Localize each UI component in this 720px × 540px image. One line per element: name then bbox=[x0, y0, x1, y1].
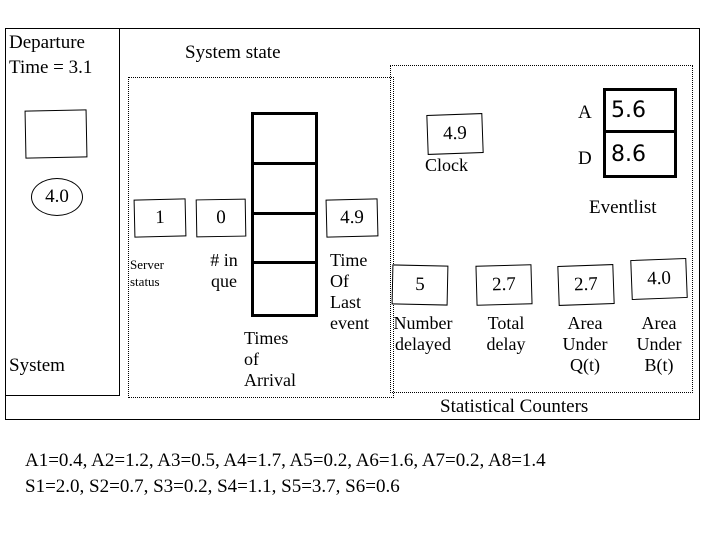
system-state-title: System state bbox=[185, 42, 281, 63]
footer-line-services: S1=2.0, S2=0.7, S3=0.2, S4=1.1, S5=3.7, … bbox=[25, 476, 400, 497]
system-label: System bbox=[9, 355, 65, 376]
eventlist-box: 5.6 8.6 bbox=[603, 88, 677, 178]
eventlist-row: 8.6 bbox=[611, 141, 646, 167]
area-under-qt-box: 2.7 bbox=[557, 264, 615, 306]
footer-text: A1=0.4, A2=1.2, A3=0.5, A4=1.7, A5=0.2, … bbox=[25, 448, 715, 500]
area-under-qt-caption: Area Under Q(t) bbox=[562, 313, 608, 375]
departure-box bbox=[24, 109, 88, 159]
eventlist-row: 5.6 bbox=[606, 91, 674, 133]
total-delay-box: 2.7 bbox=[475, 264, 533, 306]
statistical-counters-title: Statistical Counters bbox=[440, 396, 589, 417]
area-under-bt-caption: Area Under B(t) bbox=[636, 313, 682, 375]
eventlist-row-label-d: D bbox=[578, 148, 592, 169]
statistical-counters-region bbox=[390, 65, 693, 393]
eventlist-title: Eventlist bbox=[589, 197, 657, 218]
clock-caption: Clock bbox=[425, 155, 468, 175]
server-status-box: 1 bbox=[133, 198, 187, 238]
number-delayed-caption: Number delayed bbox=[393, 313, 453, 354]
eventlist-row-label-a: A bbox=[578, 102, 592, 123]
arrival-times-cell bbox=[254, 215, 315, 265]
system-panel bbox=[5, 28, 120, 396]
clock-box: 4.9 bbox=[426, 113, 484, 155]
arrival-times-stack bbox=[251, 112, 318, 317]
time-of-last-event-caption: Time Of Last event bbox=[330, 250, 369, 333]
queue-count-box: 0 bbox=[195, 198, 247, 238]
number-delayed-box: 5 bbox=[391, 264, 449, 306]
total-delay-caption: Total delay bbox=[486, 313, 526, 354]
time-of-last-event-box: 4.9 bbox=[325, 198, 379, 238]
next-value-circle: 4.0 bbox=[31, 178, 83, 216]
queue-count-caption: # in que bbox=[210, 250, 238, 291]
system-state-region bbox=[128, 77, 394, 398]
arrival-times-cell bbox=[254, 115, 315, 165]
area-under-bt-box: 4.0 bbox=[630, 257, 688, 301]
departure-time-title: Departure Time = 3.1 bbox=[9, 32, 93, 78]
arrival-times-caption: Times of Arrival bbox=[244, 328, 296, 390]
footer-line-arrivals: A1=0.4, A2=1.2, A3=0.5, A4=1.7, A5=0.2, … bbox=[25, 450, 546, 471]
arrival-times-cell bbox=[254, 165, 315, 215]
arrival-times-cell bbox=[254, 264, 315, 314]
server-status-caption: Server status bbox=[130, 257, 164, 289]
